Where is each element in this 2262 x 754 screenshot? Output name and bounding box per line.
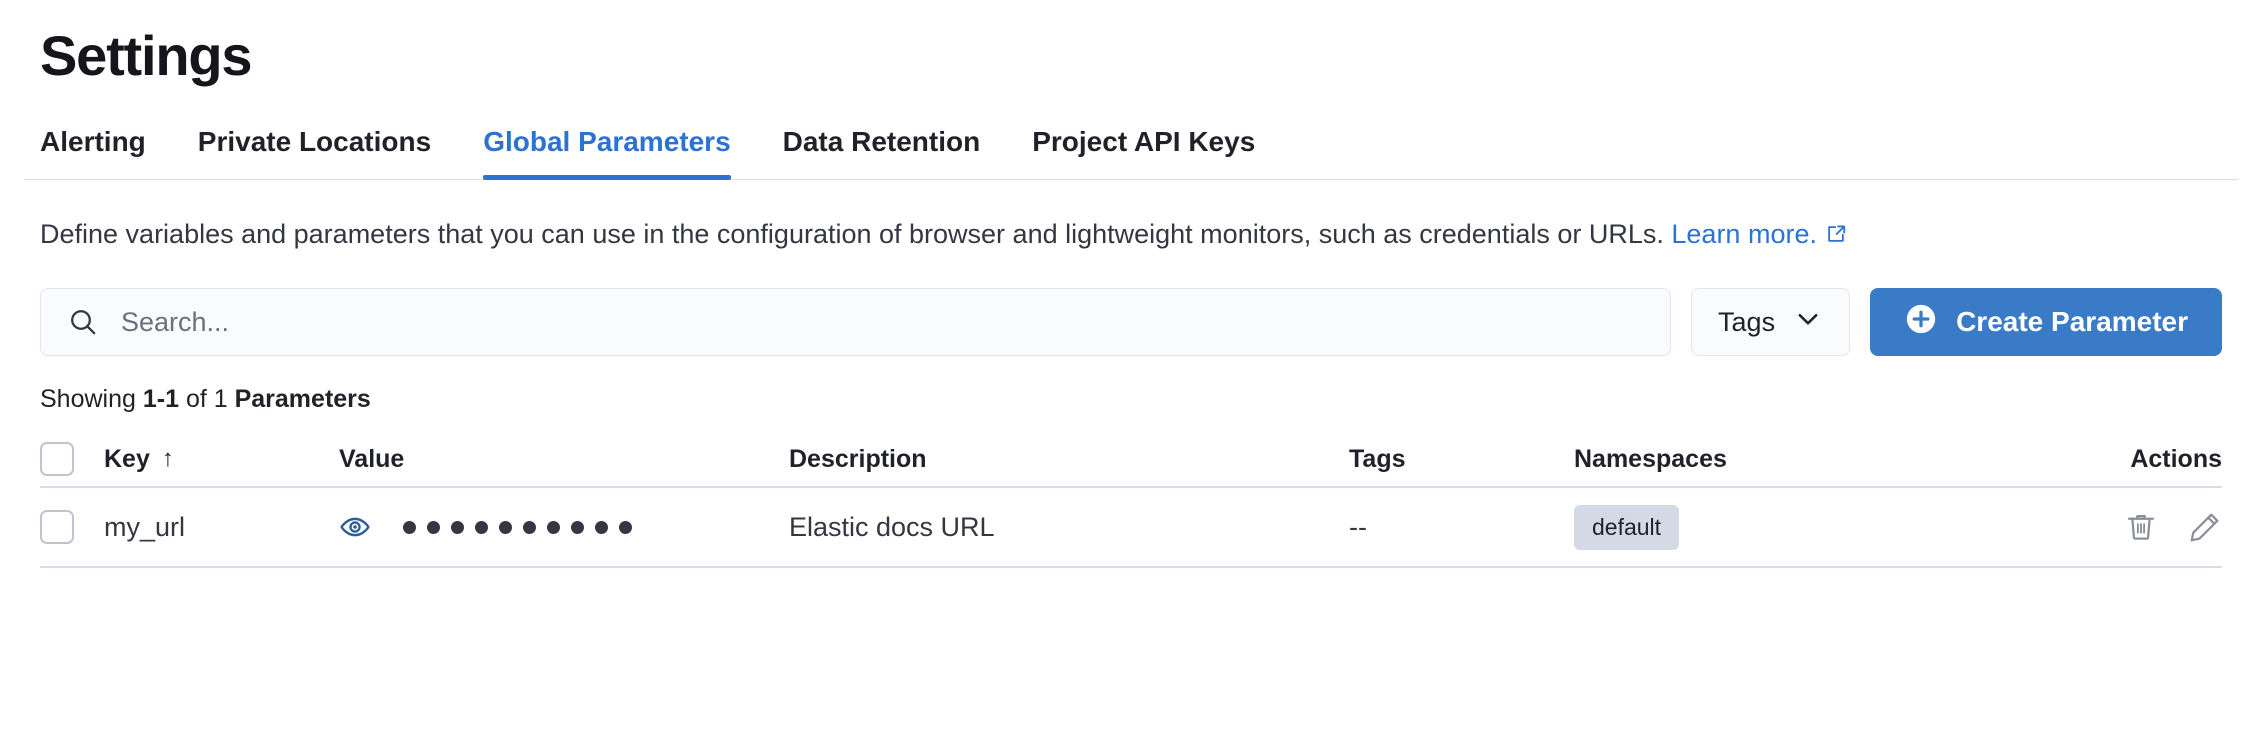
chevron-down-icon xyxy=(1793,304,1823,341)
results-middle: of 1 xyxy=(179,385,235,413)
row-select-cell xyxy=(40,510,104,544)
table-row: my_url Elastic docs URL -- default xyxy=(40,488,2222,568)
edit-parameter-button[interactable] xyxy=(2188,510,2222,544)
arrow-up-icon: ↑ xyxy=(161,445,174,472)
cell-namespaces: default xyxy=(1574,504,2022,550)
column-header-tags-label: Tags xyxy=(1349,444,1406,473)
results-noun: Parameters xyxy=(234,385,371,413)
row-select-checkbox[interactable] xyxy=(40,510,74,544)
select-all-cell xyxy=(40,442,104,476)
tab-private-locations[interactable]: Private Locations xyxy=(198,125,431,179)
column-header-key-label: Key xyxy=(104,444,150,473)
tab-project-api-keys[interactable]: Project API Keys xyxy=(1032,125,1255,179)
description-body: Define variables and parameters that you… xyxy=(40,219,1664,249)
namespace-badge: default xyxy=(1574,504,1680,550)
plus-circle-icon xyxy=(1904,302,1938,343)
search-box[interactable] xyxy=(40,288,1672,356)
select-all-checkbox[interactable] xyxy=(40,442,74,476)
masked-value-dots xyxy=(403,520,632,534)
tab-alerting[interactable]: Alerting xyxy=(40,125,146,179)
column-header-key[interactable]: Key ↑ xyxy=(104,445,339,474)
column-header-actions-label: Actions xyxy=(2130,444,2222,473)
parameters-table: Key ↑ Value Description Tags Namespaces … xyxy=(24,432,2238,568)
column-header-namespaces: Namespaces xyxy=(1574,445,2022,474)
cell-key: my_url xyxy=(104,511,186,542)
table-header-row: Key ↑ Value Description Tags Namespaces … xyxy=(40,432,2222,488)
search-input[interactable] xyxy=(99,306,1671,338)
external-link-icon xyxy=(1825,212,1847,260)
learn-more-link[interactable]: Learn more. xyxy=(1671,219,1847,249)
cell-value xyxy=(339,511,789,543)
tags-filter-dropdown[interactable]: Tags xyxy=(1691,288,1851,356)
tab-data-retention[interactable]: Data Retention xyxy=(783,125,981,179)
column-header-value: Value xyxy=(339,445,789,474)
tab-global-parameters[interactable]: Global Parameters xyxy=(483,125,732,180)
page-title: Settings xyxy=(40,24,253,87)
column-header-description: Description xyxy=(789,445,1349,474)
create-parameter-label: Create Parameter xyxy=(1956,306,2188,337)
delete-parameter-button[interactable] xyxy=(2124,510,2158,544)
column-header-description-label: Description xyxy=(789,444,927,473)
cell-tags: -- xyxy=(1349,511,1367,542)
tab-bar: Alerting Private Locations Global Parame… xyxy=(24,118,2238,180)
column-header-namespaces-label: Namespaces xyxy=(1574,444,1727,473)
column-header-value-label: Value xyxy=(339,444,405,473)
cell-actions xyxy=(2022,510,2222,544)
learn-more-label: Learn more. xyxy=(1671,219,1817,249)
create-parameter-button[interactable]: Create Parameter xyxy=(1870,288,2222,356)
description-text: Define variables and parameters that you… xyxy=(24,210,2204,260)
toolbar: Tags Create Parameter xyxy=(24,288,2238,356)
results-range: 1-1 xyxy=(142,385,179,413)
eye-icon[interactable] xyxy=(339,511,371,543)
results-prefix: Showing xyxy=(40,385,143,413)
search-icon xyxy=(67,306,99,338)
tags-filter-label: Tags xyxy=(1718,306,1776,337)
column-header-tags: Tags xyxy=(1349,445,1574,474)
column-header-actions: Actions xyxy=(2022,445,2222,474)
results-count: Showing 1-1 of 1 Parameters xyxy=(24,384,2238,414)
cell-description: Elastic docs URL xyxy=(789,511,995,542)
